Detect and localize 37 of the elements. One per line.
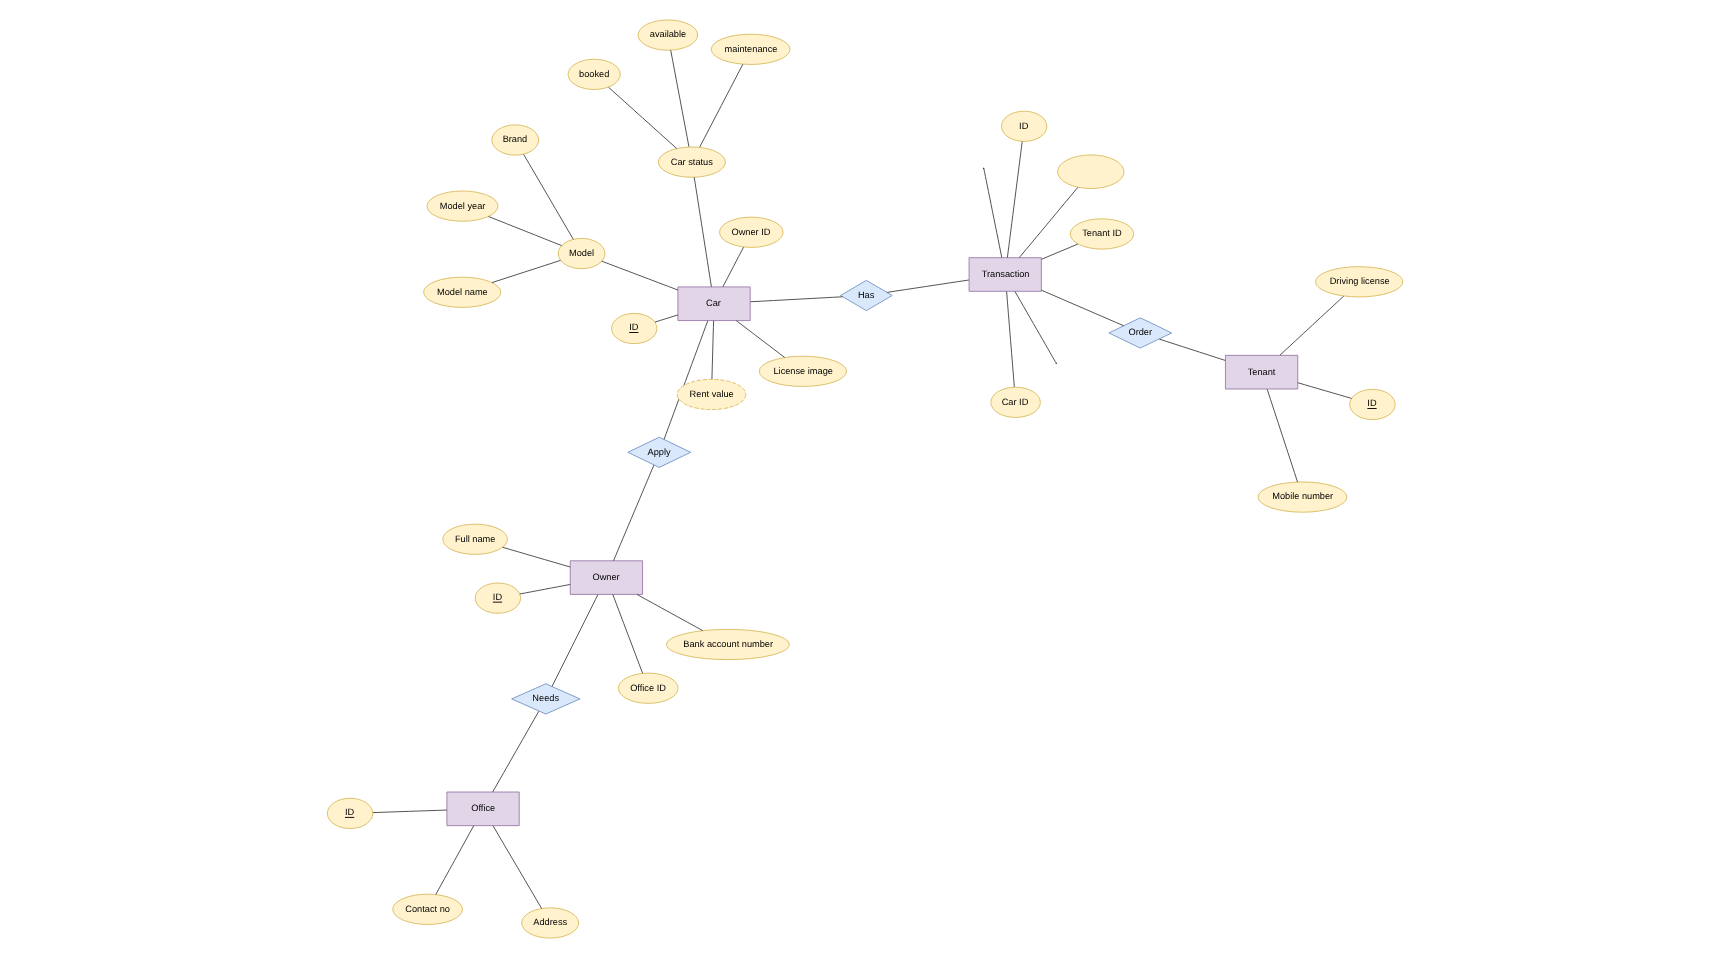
connector: [1266, 388, 1298, 483]
connector: [372, 809, 448, 813]
connector: [613, 464, 655, 562]
connector: [601, 260, 679, 291]
connector: [608, 86, 678, 149]
connector: [435, 825, 475, 895]
connector: [492, 710, 540, 793]
connector: [1297, 382, 1352, 399]
connector: [722, 246, 744, 288]
connector: [670, 49, 690, 148]
connector: [1041, 243, 1079, 260]
connector: [551, 594, 599, 687]
connector: [1041, 289, 1125, 327]
connector: [886, 279, 970, 293]
connector: [491, 259, 561, 283]
connector: [502, 546, 571, 568]
connector: [1279, 295, 1345, 356]
connector: [711, 320, 714, 380]
connector: [612, 594, 644, 674]
connector: [699, 63, 744, 148]
connector: [1158, 338, 1226, 361]
connector: [654, 314, 679, 323]
connector: [636, 594, 704, 632]
connector: [492, 825, 543, 909]
connector: [1006, 291, 1015, 388]
connector: [519, 584, 571, 595]
connector: [1014, 291, 1057, 364]
connector: [523, 153, 574, 240]
connector: [663, 320, 709, 440]
node-ellipse: [1057, 154, 1125, 189]
connector: [488, 216, 563, 247]
connector: [735, 320, 786, 358]
connector: [1018, 186, 1079, 258]
connector: [983, 168, 1003, 259]
connector: [693, 176, 712, 288]
connector: [1007, 141, 1023, 258]
connector: [750, 296, 843, 303]
